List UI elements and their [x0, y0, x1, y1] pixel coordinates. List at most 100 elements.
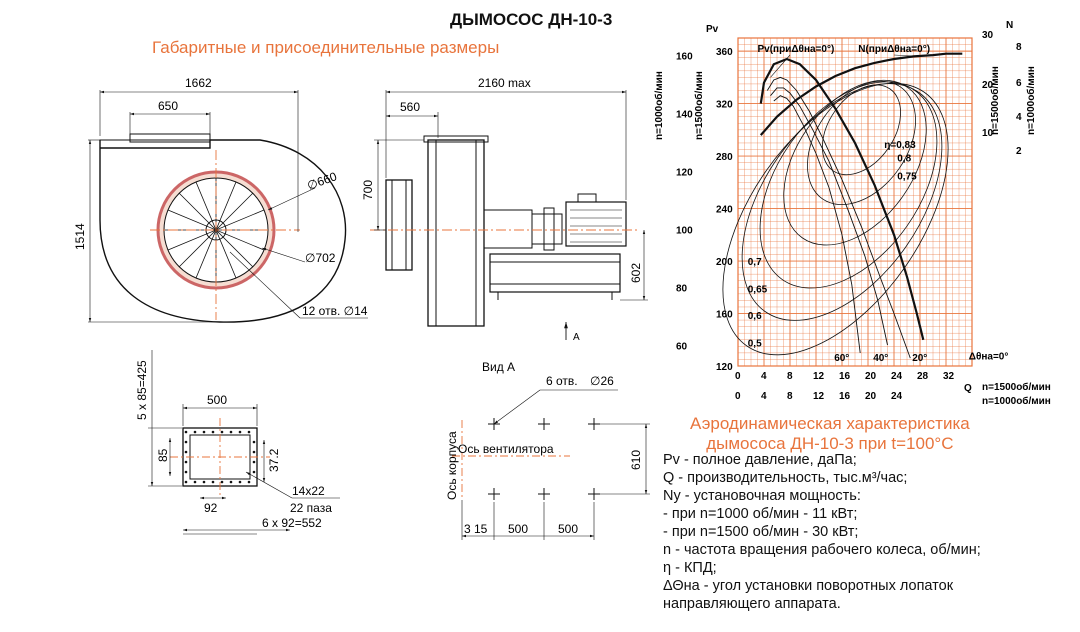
chart-efficiency-contour — [783, 79, 927, 246]
view-a-axis-housing: Ось корпуса — [445, 431, 459, 500]
chart-x-label: Q — [964, 383, 972, 394]
chart-y-tick-1000: 80 — [676, 284, 688, 295]
chart-x-tick-1000: 8 — [787, 391, 793, 402]
chart-y-tick-1500: 200 — [716, 257, 733, 268]
chart-efficiency-contour — [759, 81, 938, 289]
chart-n-axis-1500-label: n=1500об/мин — [989, 66, 1001, 135]
chart-x-tick-1500: 28 — [917, 371, 929, 382]
chart-efficiency-contour — [822, 84, 901, 176]
chart-efficiency-label: 0,65 — [748, 285, 768, 296]
chart-efficiency-contour — [807, 80, 916, 206]
chart-y-tick-1000: 120 — [676, 168, 693, 179]
chart-x-axis-1000-label: n=1000об/мин — [982, 395, 1051, 407]
chart-x-tick-1500: 4 — [761, 371, 767, 382]
chart-x-tick-1500: 20 — [865, 371, 877, 382]
chart-title-line-2: дымососа ДН-10-3 при t=100°C — [706, 434, 954, 453]
view-a-axis-fan: Ось вентилятора — [458, 442, 554, 456]
chart-x-tick-1000: 20 — [865, 391, 877, 402]
view-a-holes: 6 отв. — [546, 374, 578, 388]
dim-dia-660: ∅660 — [305, 169, 339, 193]
view-a-hole-dia: ∅26 — [590, 374, 614, 388]
dim-slot-count: 22 паза — [290, 501, 332, 515]
chart-angle-label: Δθна=0° — [969, 351, 1009, 362]
chart-n-tick-1500: 10 — [982, 128, 994, 139]
legend-line: Pv - полное давление, даПа; — [663, 452, 857, 468]
chart-efficiency-label: η=0,83 — [884, 140, 916, 151]
dim-5x85: 5 x 85=425 — [135, 360, 149, 420]
dim-500-flange: 500 — [207, 393, 227, 407]
chart-angle-label: 20° — [912, 353, 927, 364]
chart-efficiency-label: 0,5 — [748, 338, 762, 349]
chart-angle-label: 60° — [834, 353, 849, 364]
chart-x-tick-1000: 4 — [761, 391, 767, 402]
legend: Pv - полное давление, даПа; Q - производ… — [663, 451, 981, 613]
chart-x-tick-1000: 12 — [813, 391, 825, 402]
view-a — [452, 389, 650, 540]
chart-y-tick-1500: 160 — [716, 310, 733, 321]
chart-x-tick-1000: 16 — [839, 391, 851, 402]
page-title: ДЫМОСОС ДН-10-3 — [450, 10, 613, 29]
chart-n-tick-1000: 6 — [1016, 78, 1022, 89]
drawing-subtitle: Габаритные и присоединительные размеры — [152, 38, 500, 57]
view-a-dim-500b: 500 — [558, 522, 578, 536]
chart-y-tick-1500: 280 — [716, 152, 733, 163]
chart-y-tick-1000: 60 — [676, 342, 688, 353]
legend-line: ΔΘна - угол установки поворотных лопаток — [663, 578, 954, 594]
chart-series-angle — [766, 76, 911, 359]
chart-n-tick-1500: 20 — [982, 80, 994, 91]
dim-560: 560 — [400, 100, 420, 114]
view-a-dim-500a: 500 — [508, 522, 528, 536]
chart-n-curve-label: N(приΔθна=0°) — [858, 44, 930, 55]
legend-line: направляющего аппарата. — [663, 596, 841, 612]
chart-n-label: N — [1006, 20, 1013, 31]
legend-line: η - КПД; — [663, 560, 717, 576]
chart-y-tick-1500: 320 — [716, 100, 733, 111]
chart-efficiency-contour — [722, 82, 949, 356]
view-a-title: Вид А — [482, 360, 515, 374]
legend-line: - при n=1500 об/мин - 30 кВт; — [663, 524, 859, 540]
chart-n-tick-1000: 8 — [1016, 42, 1022, 53]
dim-dia-702: ∅702 — [305, 251, 336, 265]
chart-series-angle — [773, 95, 861, 353]
chart-angle-label: 40° — [873, 353, 888, 364]
chart-efficiency-label: 0,75 — [897, 172, 917, 183]
front-view — [88, 90, 368, 323]
chart-efficiency-label: 0,7 — [748, 257, 762, 268]
chart-efficiency-contour — [741, 83, 943, 321]
dim-1662: 1662 — [185, 76, 212, 90]
dim-1514: 1514 — [73, 223, 87, 250]
chart-y-axis-1500-label: n=1500об/мин — [693, 71, 705, 140]
chart-y-axis-1000-label: n=1000об/мин — [653, 71, 665, 140]
dim-holes: 12 отв. ∅14 — [302, 304, 368, 318]
chart-x-axis-1500-label: n=1500об/мин — [982, 381, 1051, 393]
chart-y-tick-1500: 240 — [716, 205, 733, 216]
chart-efficiency-label: 0,8 — [897, 153, 911, 164]
chart-x-tick-1500: 12 — [813, 371, 825, 382]
legend-line: Q - производительность, тыс.м³/час; — [663, 470, 908, 486]
dim-6x92: 6 x 92=552 — [262, 516, 322, 530]
chart-y-tick-1500: 360 — [716, 47, 733, 58]
chart-y-tick-1000: 100 — [676, 226, 693, 237]
chart-x-tick-1000: 24 — [891, 391, 903, 402]
legend-line: n - частота вращения рабочего колеса, об… — [663, 542, 981, 558]
chart-y-tick-1000: 160 — [676, 51, 693, 62]
chart-x-tick-1500: 24 — [891, 371, 903, 382]
dim-slot: 14x22 — [292, 484, 325, 498]
dim-92: 92 — [204, 501, 218, 515]
side-view — [370, 90, 648, 340]
chart-n-tick-1500: 30 — [982, 30, 994, 41]
chart-n-leader — [893, 54, 921, 57]
chart-pv-leader — [770, 54, 791, 78]
chart-efficiency-label: 0,6 — [748, 311, 762, 322]
view-a-dim-315: 3 15 — [464, 522, 488, 536]
dim-650: 650 — [158, 99, 178, 113]
chart-x-tick-1500: 16 — [839, 371, 851, 382]
chart-series-angle — [770, 87, 888, 346]
chart-y-label: Pv — [706, 24, 719, 35]
chart-n-tick-1000: 2 — [1016, 146, 1022, 157]
chart-x-tick-1000: 0 — [735, 391, 741, 402]
legend-line: - при n=1000 об/мин - 11 кВт; — [663, 506, 858, 522]
chart-x-tick-1500: 0 — [735, 371, 741, 382]
